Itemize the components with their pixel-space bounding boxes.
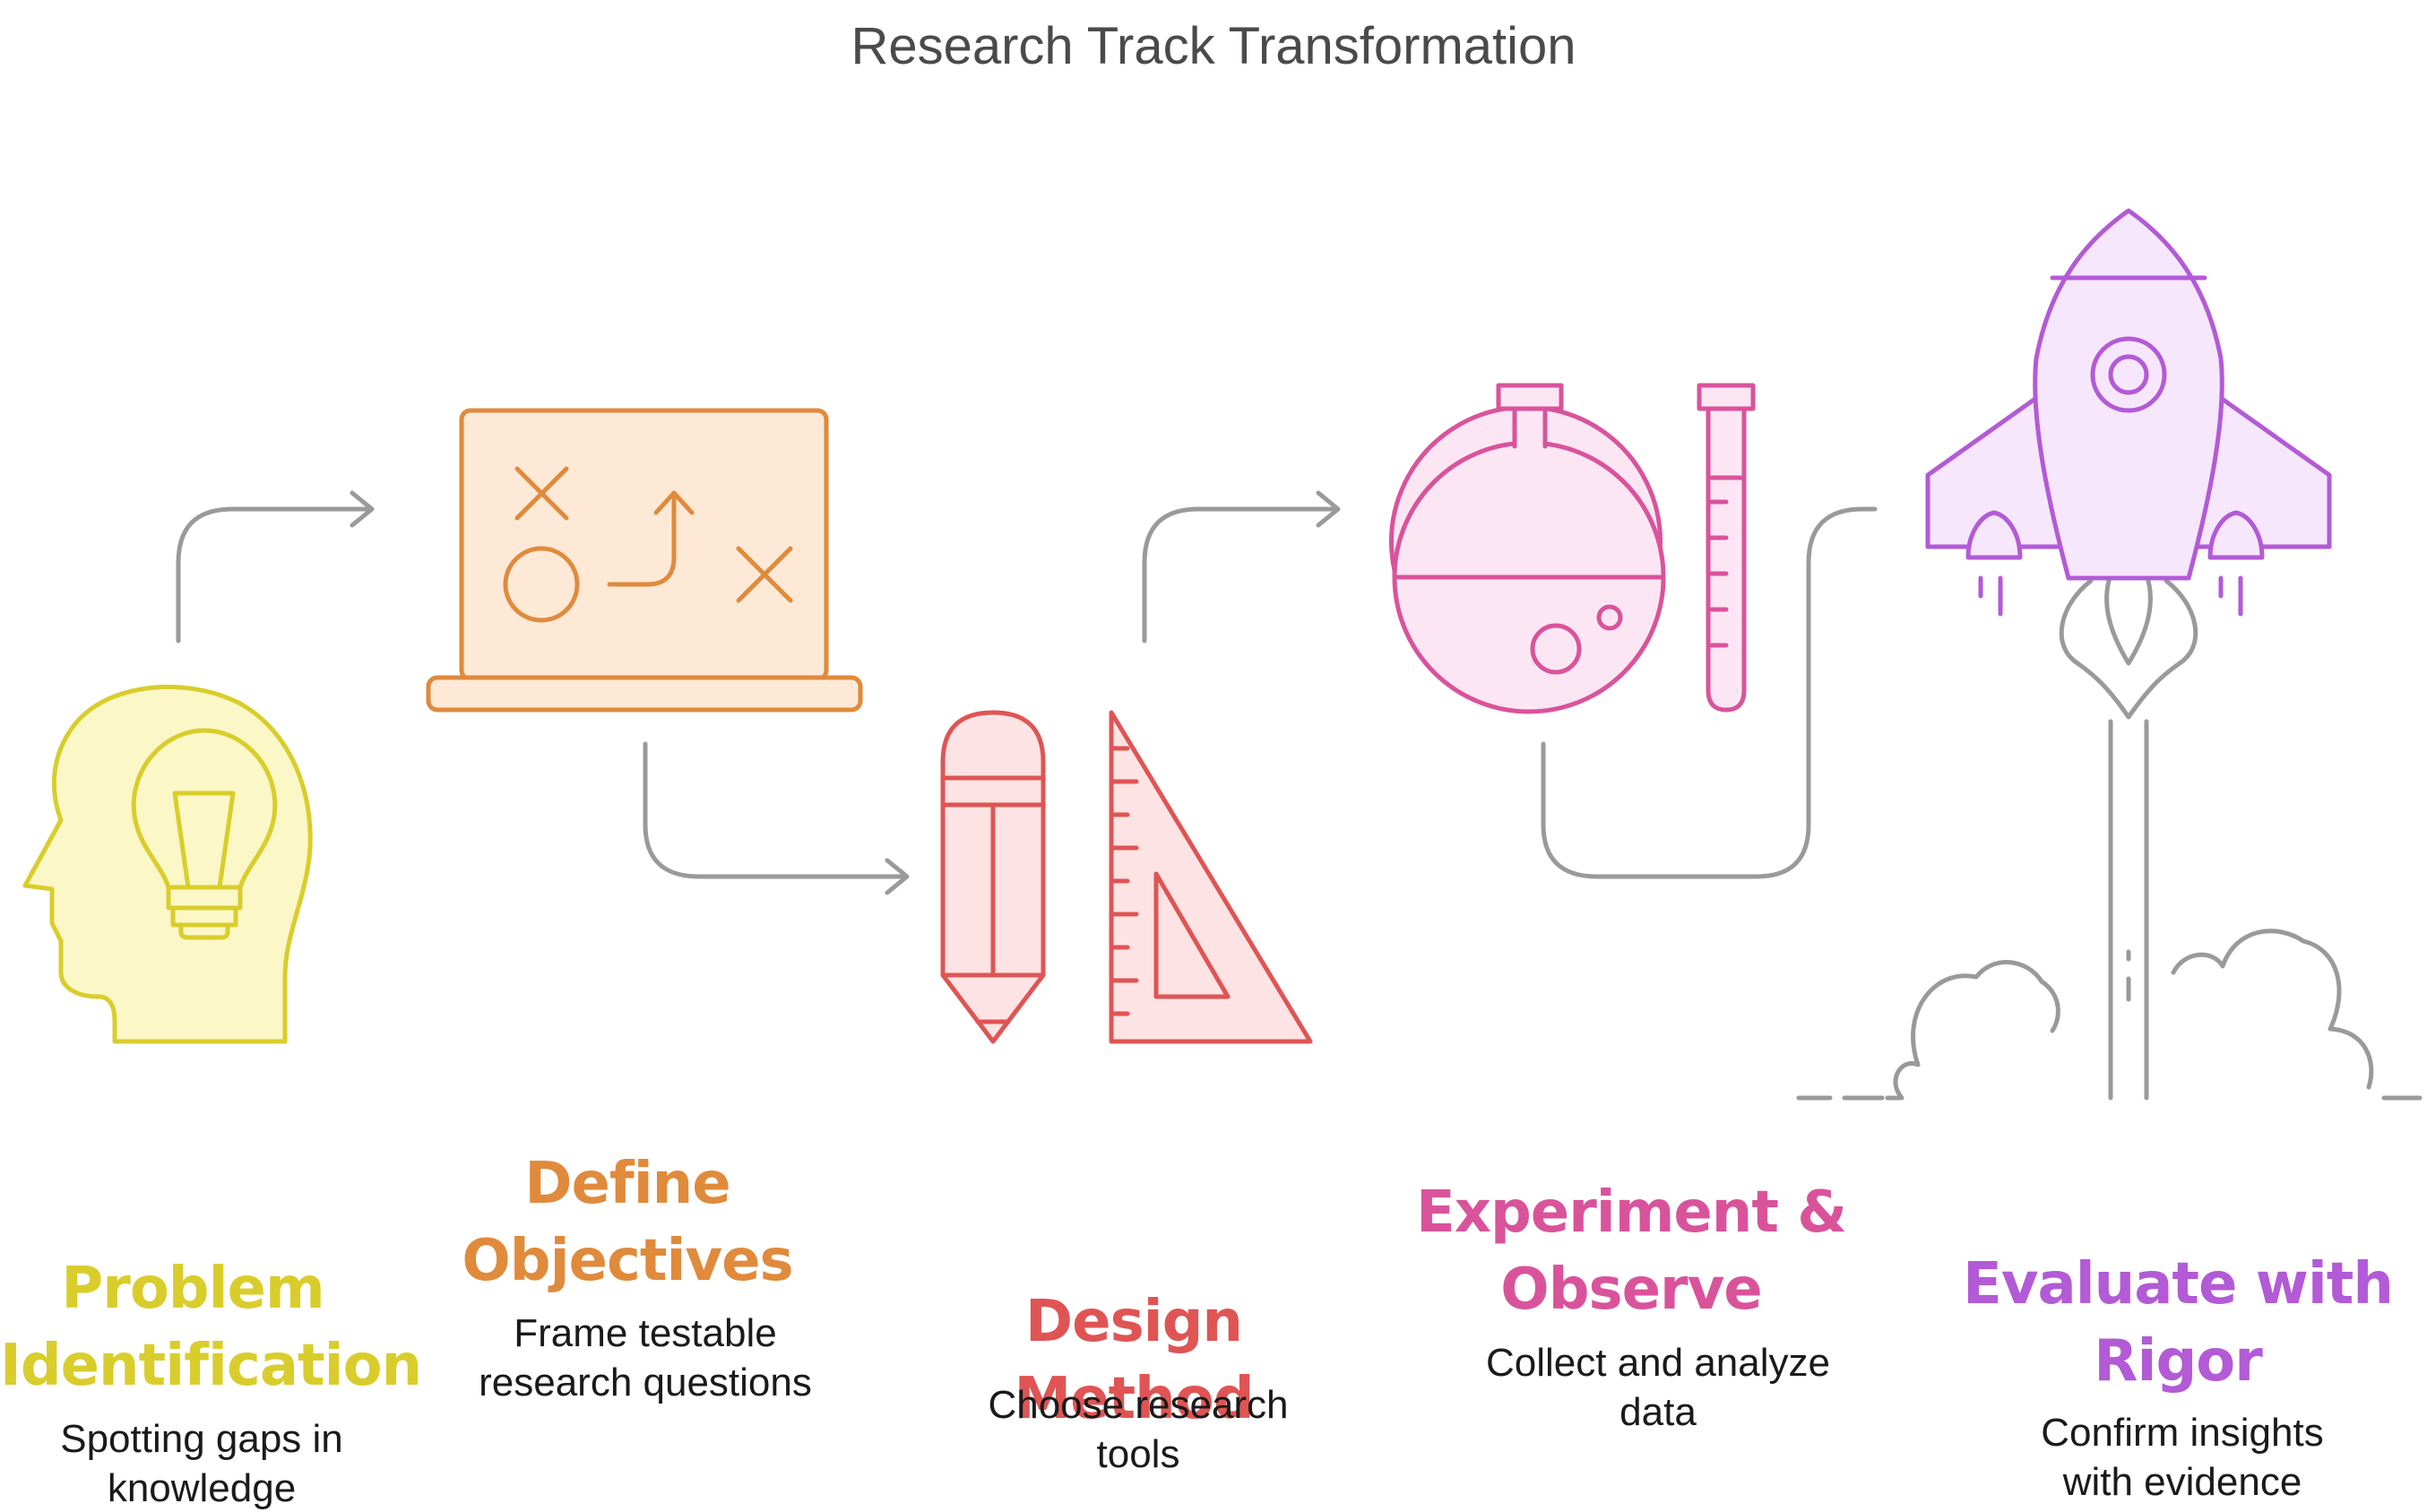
stage-desc-line: tools: [1096, 1432, 1180, 1476]
stage-desc-design-method: Choose research tools: [950, 1380, 1326, 1479]
stage-title-evaluate-with-rigor: Evaluate with Rigor: [1945, 1246, 2411, 1400]
stage-title-line: Define: [524, 1151, 730, 1217]
stage-title-problem-identification: Problem Identification: [0, 1250, 422, 1404]
stage-desc-line: Frame testable: [514, 1311, 777, 1355]
diagram-title: Research Track Transformation: [851, 17, 1576, 75]
connector-arrow-4: [1541, 506, 1878, 879]
stage-title-experiment-observe: Experiment & Observe: [1398, 1174, 1864, 1328]
stage-desc-line: Collect and analyze: [1485, 1341, 1830, 1385]
stage-desc-line: data: [1619, 1390, 1697, 1434]
stage-desc-line: knowledge: [107, 1466, 297, 1510]
stage-desc-line: Confirm insights: [2041, 1411, 2324, 1455]
stage-desc-line: Choose research: [988, 1383, 1289, 1427]
stage-desc-experiment-observe: Collect and analyze data: [1452, 1338, 1864, 1437]
pencil-ruler-icon: [940, 710, 1313, 1044]
stage-desc-line: with evidence: [2062, 1460, 2302, 1504]
stage-desc-problem-identification: Spotting gaps in knowledge: [18, 1414, 385, 1512]
stage-title-line: Observe: [1500, 1257, 1762, 1323]
stage-title-line: Objectives: [462, 1228, 793, 1294]
connector-arrow-3: [1142, 490, 1341, 644]
stage-desc-line: Spotting gaps in: [60, 1417, 343, 1461]
stage-title-line: Rigor: [2094, 1328, 2263, 1395]
rocket-launch-icon: [1796, 208, 2423, 1101]
strategy-board-icon: [426, 408, 863, 713]
stage-title-define-objectives: Define Objectives: [430, 1145, 825, 1300]
head-lightbulb-icon: [22, 684, 313, 1044]
connector-arrow-1: [176, 490, 375, 644]
stage-title-design-method: Design Method: [896, 1283, 1371, 1438]
stage-title-line: Design Method: [1014, 1289, 1254, 1432]
stage-desc-evaluate-with-rigor: Confirm insights with evidence: [1990, 1408, 2375, 1507]
flask-testtube-icon: [1389, 383, 1756, 714]
stage-desc-define-objectives: Frame testable research questions: [448, 1309, 842, 1407]
connector-arrow-2: [643, 741, 910, 895]
stage-title-line: Experiment &: [1415, 1179, 1847, 1246]
stage-desc-line: research questions: [479, 1361, 812, 1404]
stage-title-line: Identification: [0, 1333, 422, 1399]
stage-title-line: Evaluate with: [1963, 1251, 2394, 1318]
stage-title-line: Problem: [61, 1256, 324, 1322]
